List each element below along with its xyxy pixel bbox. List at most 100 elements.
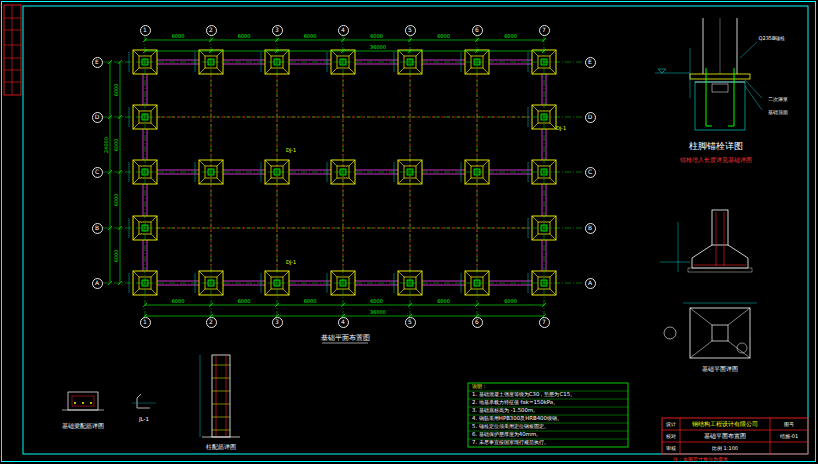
axis-label: 3 [275, 319, 279, 325]
annotation-text: 柱配筋详图 [206, 445, 236, 451]
axis-label: 4 [341, 27, 345, 33]
footing-slope [416, 160, 422, 166]
axis-bubble: 2 [206, 317, 217, 328]
annotation-text: 5. 锚栓定位须采用定位钢板固定。 [472, 424, 549, 429]
annotation-text: DJ-1 [286, 148, 296, 153]
rebar-dot [90, 402, 92, 404]
axis-bubble: B [585, 223, 596, 234]
inner-frame [23, 6, 808, 454]
footing-slope [283, 178, 289, 184]
axis-bubble: A [92, 278, 103, 289]
annotation-text: 6000 [504, 299, 517, 304]
footing-slope [283, 160, 289, 166]
footing-slope [465, 68, 471, 74]
foundation-beam [542, 240, 543, 271]
title-block-line [770, 418, 771, 454]
dimension-line [145, 305, 544, 306]
anchor-bolt [734, 68, 735, 126]
axis-bubble: 1 [140, 317, 151, 328]
axis-bubble: 5 [405, 317, 416, 328]
footing-slope [265, 178, 271, 184]
footing-slope [349, 160, 355, 166]
footing-slope [398, 271, 404, 277]
foundation-beam [355, 285, 398, 286]
axis-bubble: 2 [206, 25, 217, 36]
footing-slope [349, 271, 355, 277]
annotation-text: DJ-1 [556, 126, 566, 131]
annotation-text: 7. 未尽事宜按国家现行规范执行。 [472, 440, 549, 445]
footing-slope [217, 271, 223, 277]
rebar [226, 355, 227, 437]
footing-slope [416, 68, 422, 74]
foundation-beam [223, 281, 265, 282]
annotation-text: 6. 基础保护层厚度为40mm。 [472, 432, 541, 437]
footing-slope [550, 68, 556, 74]
title-block [662, 418, 808, 454]
footing-slope [151, 105, 157, 111]
foundation-beam [289, 170, 331, 171]
footing-slope [151, 234, 157, 240]
annotation-text: 6000 [114, 138, 119, 151]
beam-section [68, 392, 98, 410]
axis-label: 2 [209, 319, 213, 325]
foundation-beam [223, 285, 265, 286]
column-section [212, 355, 230, 437]
axis-label: 7 [542, 319, 546, 325]
foundation-beam [147, 240, 148, 271]
annotation-text: 6000 [370, 299, 383, 304]
title-block-line [680, 418, 681, 454]
axis-label: 2 [209, 27, 213, 33]
annotation-text: 二次灌浆 [768, 97, 788, 102]
strip-line [12, 5, 13, 95]
annotation-text: 6000 [437, 34, 450, 39]
footing-slope [199, 271, 205, 277]
annotation-text: 基础顶面 [768, 110, 788, 115]
axis-bubble: 6 [472, 25, 483, 36]
annotation-text: 6000 [114, 194, 119, 207]
footing-slope [532, 289, 538, 295]
rebar-dot [74, 402, 76, 404]
annotation-text: 6000 [304, 299, 317, 304]
axis-line [103, 117, 584, 118]
footing-slope [283, 289, 289, 295]
axis-line [277, 36, 278, 316]
footing-slope [331, 68, 337, 74]
footing-slope [416, 178, 422, 184]
annotation-text: 基础平面布置图 [704, 433, 746, 439]
foundation-beam [157, 64, 199, 65]
stirrup-line [212, 391, 230, 392]
level-line [655, 73, 690, 74]
column-web [720, 18, 721, 74]
annotation-text: 6000 [504, 34, 517, 39]
annotation-text: Q235B锚栓 [759, 36, 786, 41]
bolt-hook [728, 126, 734, 127]
foundation-beam [157, 60, 199, 61]
axis-line [145, 36, 146, 316]
foundation-beam [546, 184, 547, 216]
footing-dim [528, 107, 529, 127]
footing-slope [532, 234, 538, 240]
strip-line [4, 58, 21, 59]
axis-label: B [95, 225, 99, 231]
footing-slope [532, 123, 538, 129]
axis-label: 4 [341, 319, 345, 325]
footing-slope [151, 271, 157, 277]
annotation-text: 基础梁配筋详图 [62, 424, 104, 430]
axis-label: C [588, 169, 592, 175]
footing-slope [133, 289, 139, 295]
axis-bubble: B [92, 223, 103, 234]
foundation-beam [355, 281, 398, 282]
footing-slope [398, 178, 404, 184]
footing-slope [151, 68, 157, 74]
annotation-text: 注：本图尺寸单位为毫米 [673, 457, 728, 462]
strip-line [4, 18, 21, 19]
annotation-text: 图号 [784, 422, 794, 427]
footing-slope [133, 160, 139, 166]
foundation-beam [355, 174, 398, 175]
foundation-beam [143, 129, 144, 160]
annotation-text: 6000 [304, 34, 317, 39]
foundation-beam [157, 285, 199, 286]
annotation-text: 锚栓埋入长度详见基础详图 [680, 157, 752, 163]
pedestal-plan [712, 325, 728, 341]
foundation-beam [489, 285, 532, 286]
